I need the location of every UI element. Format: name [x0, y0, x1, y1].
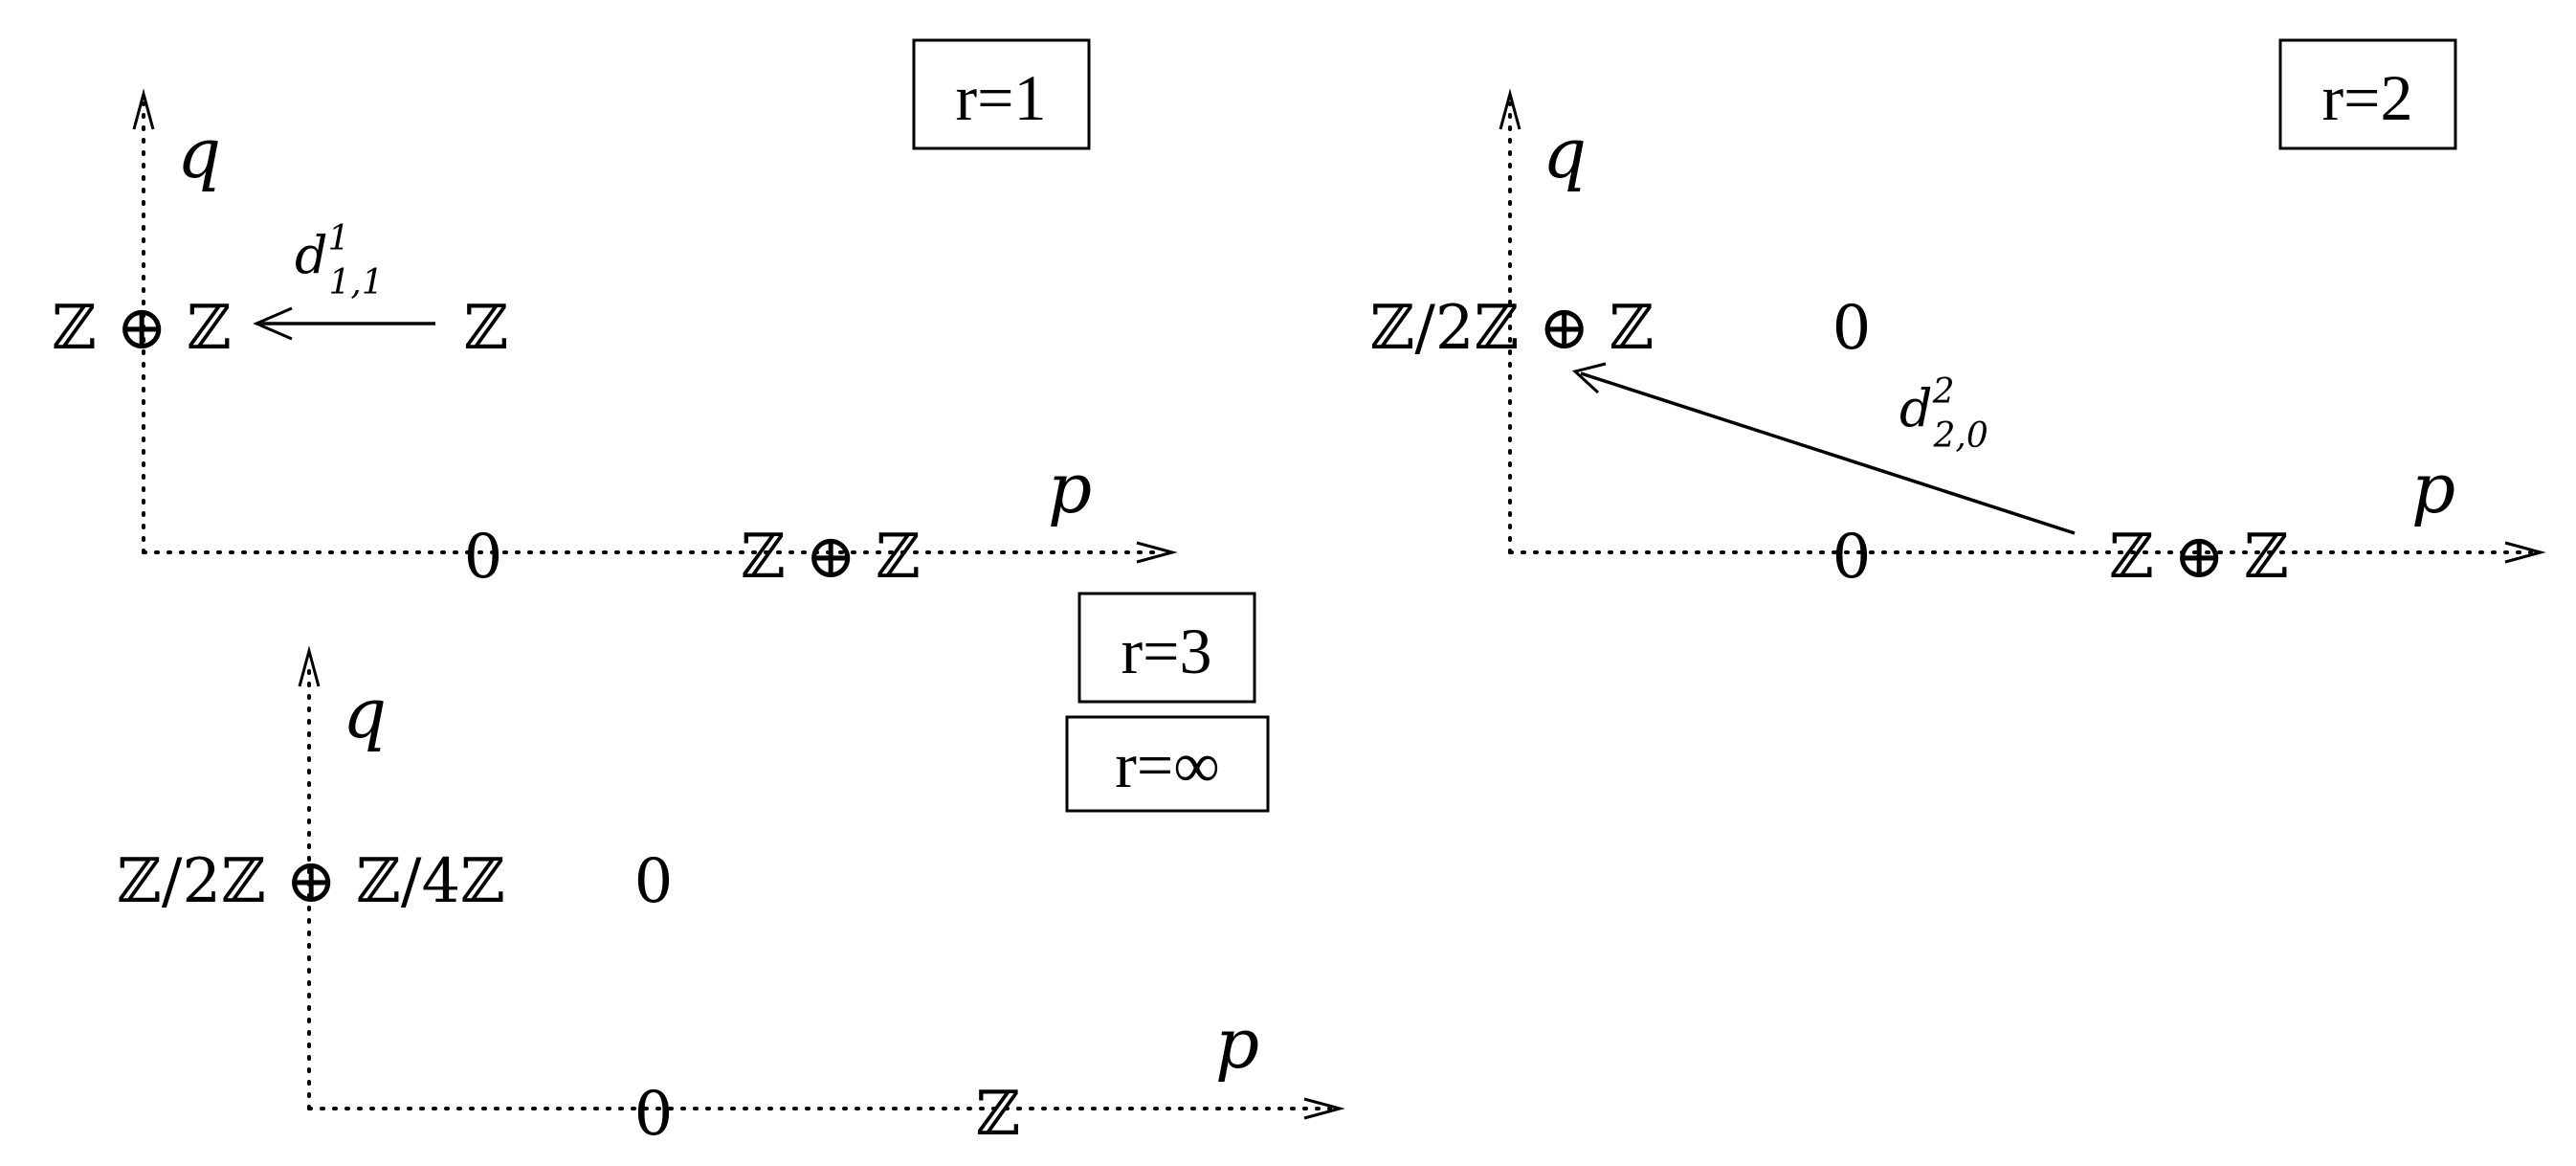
panel-r1-label: r=1 [956, 61, 1047, 134]
panel-r3-p-label: p [1215, 1003, 1259, 1084]
panel-r1-entry-0-1: ℤ ⊕ ℤ [52, 293, 232, 364]
panel-r2-label: r=2 [2322, 61, 2413, 134]
panel-r2-p-label: p [2411, 448, 2455, 528]
panel-r1-q-axis-arrowhead [132, 88, 155, 130]
panel-r2-q-label: q [1543, 113, 1587, 193]
panel-r3-label-1: r=3 [1121, 615, 1212, 687]
panel-r2-entry-1-1: 0 [1832, 293, 1872, 364]
panel-r1-entry-2-0: ℤ ⊕ ℤ [741, 522, 921, 593]
panel-r2-differential-arrow [1580, 371, 2076, 535]
panel-r3-entry-0-1: ℤ/2ℤ ⊕ ℤ/4ℤ [117, 846, 505, 917]
panel-r3-label-box-2 [1065, 715, 1270, 813]
panel-r1-q-label: q [177, 113, 221, 193]
panel-r3: q p r=3 r=∞ ℤ/2ℤ ⊕ ℤ/4ℤ 0 0 ℤ [117, 592, 1345, 1150]
panel-r2-entry-1-0: 0 [1832, 522, 1872, 593]
panel-r3-p-axis-arrowhead [1303, 1097, 1345, 1120]
panel-r1-entry-1-0: 0 [464, 522, 503, 593]
panel-r2-entry-0-1: ℤ/2ℤ ⊕ ℤ [1370, 293, 1654, 364]
panel-r2-differential-arrowhead [1571, 362, 1607, 394]
panel-r3-label-box-1 [1077, 592, 1256, 704]
panel-r2-p-axis-arrowhead [2504, 541, 2546, 564]
panel-r3-entry-1-1: 0 [634, 846, 674, 917]
panel-r3-q-axis-arrowhead [298, 645, 321, 687]
panel-r3-q-label: q [343, 673, 387, 753]
panel-r1-p-label: p [1048, 448, 1092, 528]
panel-r1-differential-arrowhead [253, 306, 293, 341]
panel-r2-q-axis-arrowhead [1499, 88, 1521, 130]
panel-r2-label-box [2278, 38, 2457, 150]
panel-r3-entry-2-0: ℤ [976, 1079, 1021, 1150]
panel-r2-entry-2-0: ℤ ⊕ ℤ [2109, 522, 2289, 593]
panel-r3-label-2: r=∞ [1115, 729, 1219, 801]
panel-r3-entry-1-0: 0 [634, 1079, 674, 1150]
panel-r1-entry-1-1: ℤ [464, 293, 509, 364]
panel-r1-label-box [912, 38, 1091, 150]
panel-r1-p-axis-arrowhead [1136, 541, 1178, 564]
